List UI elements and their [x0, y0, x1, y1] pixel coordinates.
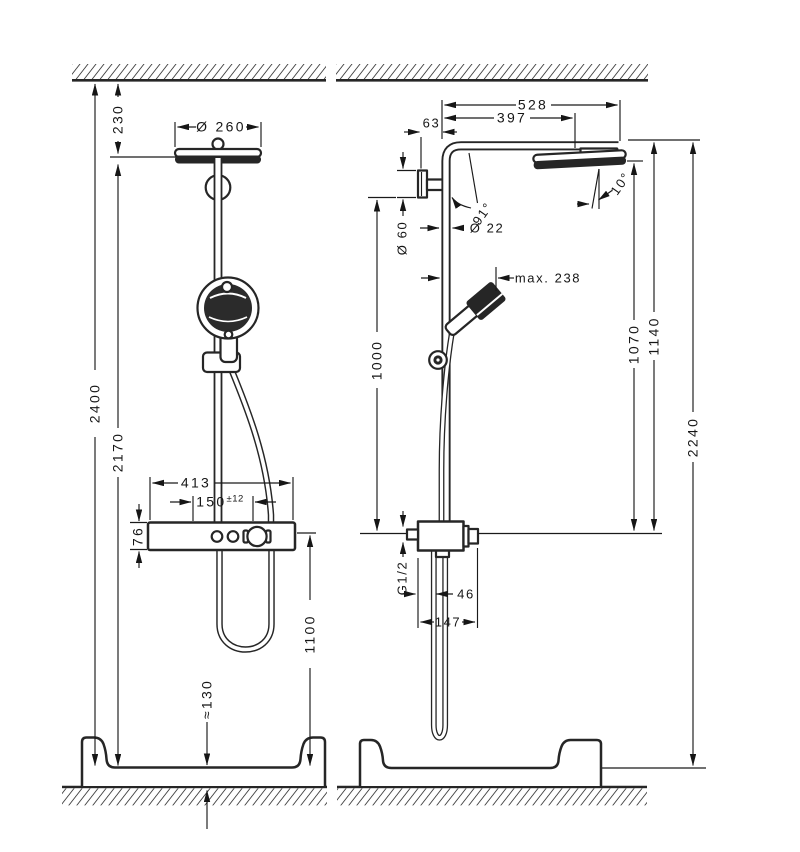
dim-label-10deg: 10° — [607, 169, 633, 198]
dim-ceiling-offset-230: 230 — [110, 83, 176, 158]
shower-hose-front — [216, 369, 275, 653]
ceiling-right — [336, 64, 648, 82]
dim-bar-mount-height-1100: 1100 — [297, 532, 318, 766]
select-button-2 — [226, 530, 240, 543]
dim-hose-offset-46: 46 — [401, 558, 475, 628]
dim-label-147: 147 — [435, 615, 462, 630]
dim-label-63: 63 — [423, 116, 441, 131]
dim-label-1000: 1000 — [369, 340, 385, 380]
dim-bar-width-413: 413 — [149, 475, 294, 520]
handshower-side — [428, 282, 506, 370]
dim-label-1140: 1140 — [646, 316, 662, 355]
wall-bracket-side — [416, 169, 445, 199]
supply-nipple-side — [405, 528, 420, 541]
dim-label-2170: 2170 — [110, 432, 126, 472]
dim-thread-g12: G1/2 — [395, 511, 410, 595]
ball-joint-front — [211, 137, 225, 151]
dim-label-2400: 2400 — [87, 383, 103, 423]
dim-wall-offset-63: 63 — [404, 116, 457, 169]
bathtub-front-view — [80, 736, 327, 786]
dim-label-130: ≈130 — [199, 679, 215, 719]
dim-label-1100: 1100 — [302, 614, 318, 653]
handshower-button-front — [223, 329, 234, 340]
ceiling-left — [72, 64, 326, 82]
dim-label-150: 150±12 — [196, 494, 244, 510]
floor-left — [62, 785, 327, 806]
dim-supply-height-1000: 1000 — [368, 196, 396, 531]
dim-unit-depth-147: 147 — [420, 548, 479, 630]
dim-label-397: 397 — [497, 110, 527, 126]
temperature-knob-front — [246, 525, 268, 548]
dim-label-413: 413 — [181, 475, 211, 491]
overhead-shower-side — [532, 147, 627, 170]
handshower-pivot-front — [220, 280, 234, 294]
dim-arm-center-397: 397 — [444, 110, 576, 148]
dim-label-1070: 1070 — [626, 324, 642, 364]
dim-head-tilt-10: 10° — [577, 168, 634, 209]
handshower-head-side — [466, 282, 506, 320]
dim-flange-diameter-60: Ø 60 — [395, 152, 416, 256]
dim-overall-2240: 2240 — [685, 142, 701, 766]
dim-arm-total-528: 528 — [441, 97, 621, 141]
dim-handshower-reach-238: max. 238 — [421, 267, 581, 291]
dim-pipe-diameter-22: Ø 22 — [420, 221, 505, 236]
temperature-knob-side — [467, 527, 480, 545]
thermostat-front — [146, 521, 297, 552]
dim-connection-spacing-150: 150±12 — [170, 494, 276, 521]
dim-label-528: 528 — [518, 97, 548, 113]
dim-label-76: 76 — [130, 526, 146, 546]
dim-label-60: Ø 60 — [395, 221, 410, 256]
dim-label-46: 46 — [457, 587, 475, 602]
bathtub-side-view — [358, 738, 706, 786]
dim-head-diameter-260: Ø 260 — [174, 119, 262, 147]
dim-head-underside-1070: 1070 — [626, 160, 643, 531]
dim-label-g12: G1/2 — [395, 561, 410, 596]
dim-label-260: Ø 260 — [196, 119, 246, 135]
dim-label-230: 230 — [110, 104, 126, 134]
dim-label-max238: max. 238 — [515, 271, 581, 286]
dim-total-height-2400: 2400 — [87, 83, 103, 766]
thermostat-side — [405, 520, 480, 559]
shower-hose-side — [430, 331, 455, 741]
dim-arm-top-1140: 1140 — [628, 139, 700, 531]
dim-base-height-130: ≈130 — [199, 679, 215, 829]
dim-below-head-2170: 2170 — [110, 164, 126, 766]
handshower-front — [196, 276, 260, 374]
dim-arm-angle-91: 91° — [451, 152, 496, 228]
dim-bar-height-76: 76 — [130, 504, 147, 568]
select-button-1 — [210, 530, 224, 543]
dim-label-22: Ø 22 — [470, 221, 505, 236]
floor-right — [337, 785, 647, 806]
dim-label-2240: 2240 — [685, 417, 701, 457]
riser-and-arm-side — [441, 141, 619, 522]
